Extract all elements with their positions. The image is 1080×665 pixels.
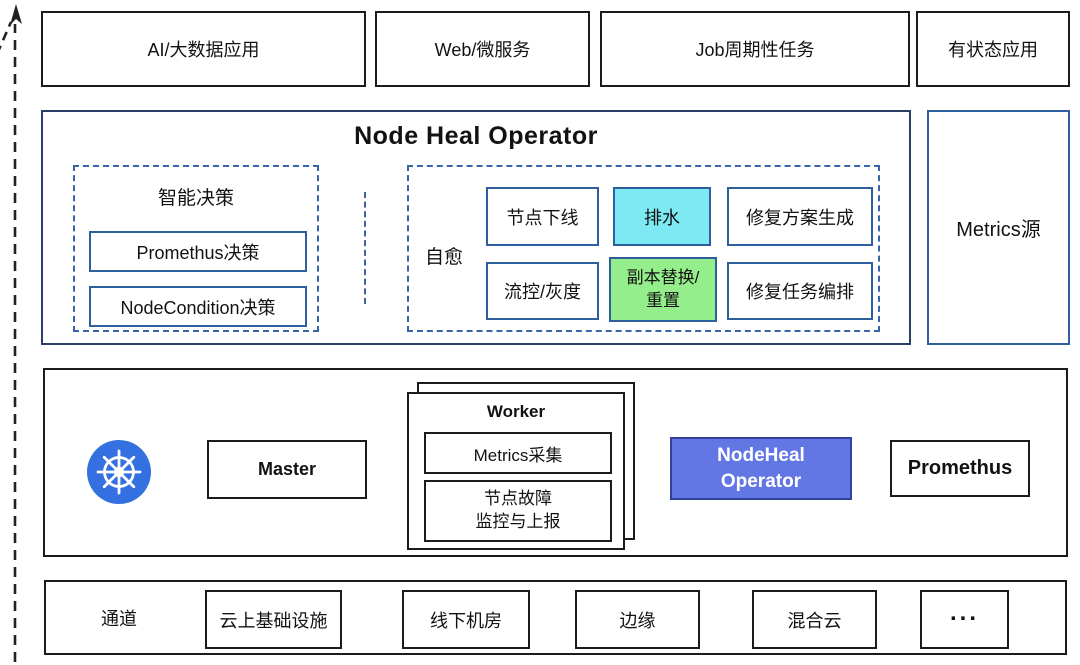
worker-metrics-collect-label: Metrics采集 [473, 445, 563, 465]
dashed-divider [364, 192, 366, 304]
decision-group: 智能决策 Promethus决策 NodeCondition决策 [73, 165, 319, 332]
app-box-stateful-label: 有状态应用 [948, 40, 1038, 60]
node-heal-operator-panel: Node Heal Operator 智能决策 Promethus决策 Node… [41, 110, 911, 345]
selfheal-label: 自愈 [425, 247, 464, 268]
app-box-ai-bigdata-label: AI/大数据应用 [147, 40, 260, 60]
selfheal-node-offline: 节点下线 [486, 187, 599, 246]
nodeheal-operator-label: NodeHeal Operator [717, 444, 805, 492]
promethus-box: Promethus [890, 440, 1030, 497]
selfheal-group: 自愈 节点下线 排水 修复方案生成 流控/灰度 副本替换/ 重置 修复任务编排 [407, 165, 880, 332]
master-box: Master [207, 440, 367, 499]
channel-item-idc-label: 线下机房 [430, 610, 502, 631]
channel-item-cloud-infra-label: 云上基础设施 [219, 610, 328, 631]
channel-item-more-label: ... [949, 598, 979, 626]
selfheal-repair-orchestration: 修复任务编排 [727, 262, 873, 320]
decision-item-nodecondition: NodeCondition决策 [89, 286, 307, 327]
channel-item-hybrid-cloud-label: 混合云 [787, 610, 842, 631]
channel-item-cloud-infra: 云上基础设施 [205, 590, 342, 649]
nodeheal-operator-box: NodeHeal Operator [670, 437, 852, 500]
channel-panel: 通道 云上基础设施 线下机房 边缘 混合云 ... [44, 580, 1067, 655]
promethus-label: Promethus [907, 457, 1013, 479]
channel-label: 通道 [101, 608, 137, 629]
selfheal-repair-plan: 修复方案生成 [727, 187, 873, 246]
metrics-source-label: Metrics源 [956, 219, 1041, 241]
decision-group-title: 智能决策 [157, 188, 234, 209]
app-box-web-microservice-label: Web/微服务 [434, 40, 531, 60]
worker-fault-monitor-box: 节点故障 监控与上报 [424, 480, 612, 542]
metrics-source-box: Metrics源 [927, 110, 1070, 345]
master-label: Master [257, 459, 317, 479]
selfheal-node-offline-label: 节点下线 [506, 207, 579, 228]
selfheal-drain: 排水 [613, 187, 711, 246]
selfheal-replica-replace: 副本替换/ 重置 [609, 257, 717, 322]
decision-item-promethus: Promethus决策 [89, 231, 307, 272]
worker-card: Worker Metrics采集 节点故障 监控与上报 [407, 392, 625, 550]
cluster-panel: Master Worker Metrics采集 节点故障 监控与上报 NodeH… [43, 368, 1068, 557]
decision-item-nodecondition-label: NodeCondition决策 [120, 297, 276, 318]
selfheal-drain-label: 排水 [644, 207, 680, 228]
panel-title: Node Heal Operator [354, 122, 598, 150]
selfheal-repair-orchestration-label: 修复任务编排 [746, 282, 854, 302]
channel-item-edge: 边缘 [575, 590, 700, 649]
dashed-up-arrow-icon [0, 4, 22, 662]
channel-item-edge-label: 边缘 [619, 610, 656, 631]
app-box-stateful: 有状态应用 [916, 11, 1070, 87]
selfheal-replica-replace-label: 副本替换/ 重置 [626, 267, 700, 310]
worker-fault-monitor-label: 节点故障 监控与上报 [475, 489, 561, 531]
worker-metrics-collect-box: Metrics采集 [424, 432, 612, 474]
app-box-web-microservice: Web/微服务 [375, 11, 590, 87]
app-box-ai-bigdata: AI/大数据应用 [41, 11, 366, 87]
app-box-job-cron: Job周期性任务 [600, 11, 910, 87]
selfheal-repair-plan-label: 修复方案生成 [746, 207, 854, 228]
decision-item-promethus-label: Promethus决策 [136, 242, 260, 263]
app-box-job-cron-label: Job周期性任务 [695, 40, 815, 60]
channel-item-idc: 线下机房 [402, 590, 530, 649]
worker-title: Worker [486, 402, 546, 421]
selfheal-flow-control: 流控/灰度 [486, 262, 599, 320]
kubernetes-icon [87, 440, 151, 504]
channel-item-hybrid-cloud: 混合云 [752, 590, 877, 649]
selfheal-flow-control-label: 流控/灰度 [503, 282, 581, 302]
channel-item-more: ... [920, 590, 1009, 649]
